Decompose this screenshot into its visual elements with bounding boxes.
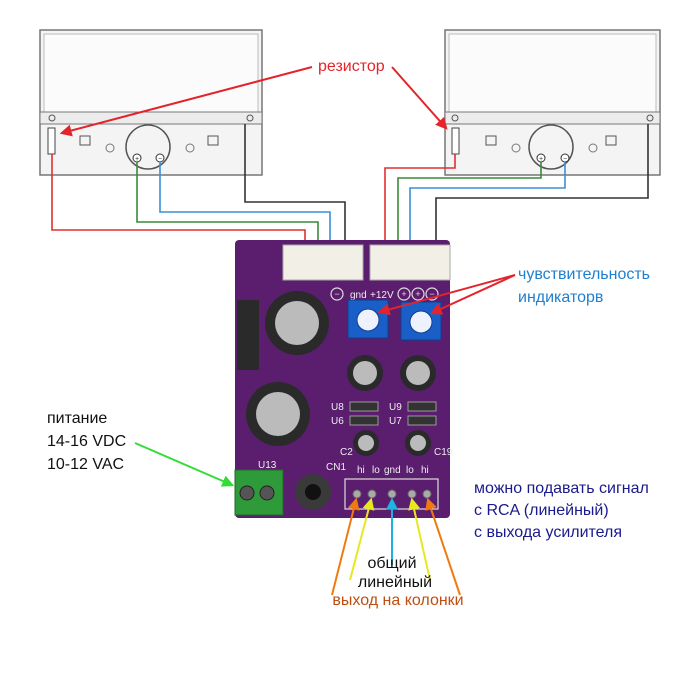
- label-sensitivity-line2: индикаторв: [518, 289, 604, 306]
- wire-black-right: [435, 124, 649, 258]
- svg-text:+: +: [401, 289, 406, 299]
- label-common: общий: [367, 555, 417, 572]
- vu-meter-right: + −: [444, 29, 661, 176]
- jack-label: CN1: [326, 462, 346, 473]
- label-resistor: резистор: [318, 58, 385, 75]
- regulator-label-u7: U7: [389, 416, 402, 427]
- svg-text:−: −: [429, 289, 434, 299]
- svg-text:−: −: [334, 289, 339, 299]
- wire-blue-left: [159, 162, 331, 258]
- regulator-label-u9: U9: [389, 402, 402, 413]
- cap-label-c2: C2: [340, 447, 353, 458]
- header-12v-label: +12V: [370, 290, 394, 301]
- resistor-left: [47, 127, 56, 155]
- label-linear: линейный: [357, 574, 433, 591]
- label-signal-line2: с RCA (линейный): [474, 502, 609, 519]
- header-gnd-label: gnd: [350, 290, 367, 301]
- cap-label-c19: C19: [434, 447, 453, 458]
- heatsink: [237, 300, 259, 370]
- svg-text:−: −: [563, 156, 567, 163]
- label-power-title: питание: [47, 410, 108, 427]
- regulator-label-u8: U8: [331, 402, 344, 413]
- regulator-label-u6: U6: [331, 416, 344, 427]
- label-signal-line3: с выхода усилителя: [474, 524, 623, 541]
- arrows-input-pins: [331, 497, 461, 596]
- arrows-sensitivity: [377, 274, 516, 316]
- wire-black-left: [244, 124, 346, 258]
- svg-text:−: −: [158, 156, 162, 163]
- header-right-connector: [369, 244, 451, 281]
- label-sensitivity-line1: чувствительность: [518, 266, 651, 283]
- wire-blue-right: [409, 162, 566, 258]
- wire-red-right: [384, 154, 456, 258]
- resistor-right: [451, 127, 460, 155]
- vu-meter-left: + −: [39, 29, 263, 176]
- svg-text:+: +: [539, 156, 543, 163]
- svg-text:+: +: [415, 289, 420, 299]
- arrow-power: [134, 442, 235, 487]
- pcb-board: − gnd +12V + + − U8 U6 U9 U7: [234, 240, 453, 518]
- label-speaker-out: выход на колонки: [332, 592, 464, 609]
- label-signal-line1: можно подавать сигнал: [474, 480, 649, 497]
- label-power-ac: 10-12 VAC: [47, 456, 125, 473]
- input-pin-label-2: lo: [372, 465, 380, 476]
- input-pin-label-1: hi: [357, 465, 365, 476]
- input-pin-label-5: hi: [421, 465, 429, 476]
- header-left-connector: [282, 244, 364, 281]
- input-pin-label-4: lo: [406, 465, 414, 476]
- wire-green-right: [397, 162, 542, 258]
- input-pin-label-3: gnd: [384, 465, 401, 476]
- power-conn-label: U13: [258, 460, 277, 471]
- arrows-resistor: [59, 66, 448, 137]
- svg-text:+: +: [135, 156, 139, 163]
- label-power-dc: 14-16 VDC: [47, 433, 127, 450]
